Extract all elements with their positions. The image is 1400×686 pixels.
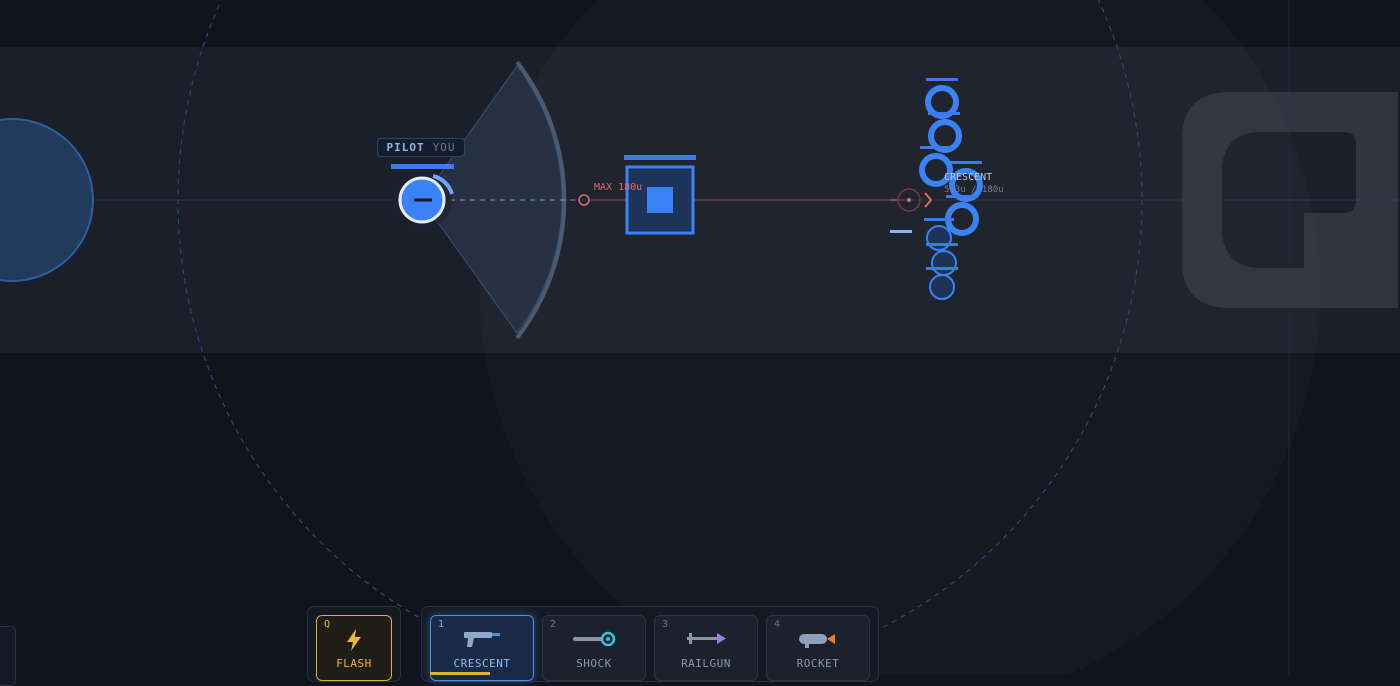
weapon-label: SHOCK	[576, 657, 612, 670]
reticle-dot	[907, 198, 911, 202]
weapon-key: 2	[550, 619, 557, 630]
crate-health-bar	[624, 155, 696, 160]
target-reticle	[897, 188, 921, 212]
weapon-slot-railgun[interactable]: 3 RAILGUN	[654, 615, 758, 681]
player-cooldown-ring	[432, 174, 454, 195]
weapon-label: RAILGUN	[681, 657, 731, 670]
max-range-marker	[578, 194, 590, 206]
max-range-label: MAX 180u	[594, 182, 643, 193]
obstacle-circle	[0, 118, 94, 282]
target-cooldown-bar	[890, 230, 912, 233]
fog-area	[480, 0, 1320, 675]
wall-block	[1182, 92, 1398, 308]
player-health-bar	[391, 164, 454, 169]
ability-key: Q	[324, 619, 331, 630]
player-name: YOU	[432, 141, 456, 154]
lightning-icon	[347, 629, 361, 651]
weapon-slot-shock[interactable]: 2 SHOCK	[542, 615, 646, 681]
shock-gun-icon	[573, 631, 616, 647]
crate-core	[647, 187, 673, 213]
target-distance: 543u / 180u	[944, 185, 1004, 195]
ability-slot-flash[interactable]: Q FLASH	[316, 615, 392, 681]
weapon-key: 1	[438, 619, 445, 630]
enemy-swarm	[919, 78, 983, 300]
weapon-key: 3	[662, 619, 669, 630]
player-tag: PILOT YOU	[377, 138, 465, 157]
side-panel-edge[interactable]	[0, 626, 16, 686]
weapon-label: ROCKET	[796, 657, 840, 670]
target-arrow-icon	[924, 192, 933, 208]
weapon-key: 4	[774, 619, 781, 630]
ability-label: FLASH	[336, 657, 372, 670]
railgun-icon	[687, 633, 726, 644]
weapon-label: CRESCENT	[453, 657, 511, 670]
rocket-launcher-icon	[799, 634, 835, 648]
player-role: PILOT	[386, 141, 425, 154]
target-name: CRESCENT	[944, 172, 993, 183]
weapon-slot-rocket[interactable]: 4 ROCKET	[766, 615, 870, 681]
pistol-icon	[464, 632, 500, 647]
weapon-cooldown-bar	[430, 672, 490, 675]
